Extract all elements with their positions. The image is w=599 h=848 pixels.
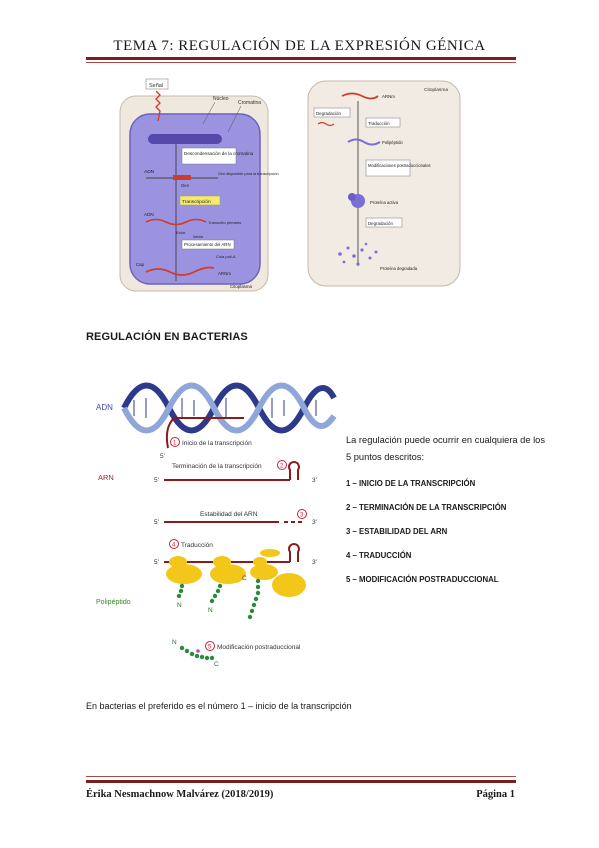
footer-page-number: Página 1 [476,789,515,800]
free-ribosome-small [260,549,280,557]
intron-label: Intrón [193,234,203,239]
signal-label: Señal [149,83,163,89]
cytoplasm-label: Citoplasma [230,284,253,289]
section-heading: REGULACIÓN EN BACTERIAS [86,331,248,343]
rna-label: ARN [98,473,114,482]
decondensation-label: Descondensación de la cromatina [184,151,254,156]
chromatin [148,134,222,144]
step2-number: 2 [280,464,284,470]
five-prime-3: 5' [154,519,159,526]
five-prime-2: 5' [154,477,159,484]
n-term-1: N [177,602,182,609]
dna-helix [121,382,337,434]
step5-number: 5 [208,645,212,651]
cytoplasm-panel [307,80,461,287]
step2-label: Terminación de la transcripción [172,463,262,470]
step4-number: 4 [172,543,176,549]
exon-label: Exón [176,230,185,235]
cytoplasm2-label: Citoplasma [424,87,448,93]
dna-label: ADN [96,403,113,412]
step3-number: 3 [300,513,304,519]
dna-label: ADN [144,169,155,175]
list-item: 3 – ESTABILIDAD DEL ARN [346,527,448,536]
gene-label: Gen [181,183,190,188]
ribosome-2 [210,564,246,584]
free-ribosome-large [272,573,306,597]
three-prime-4: 3' [312,559,317,566]
nucleus-label: Núcleo [213,96,229,102]
footer-author: Érika Nesmachnow Malvárez (2018/2019) [86,789,274,800]
polypeptide-label: Polipéptido [382,140,403,145]
step5-label: Modificación postraduccional [217,644,301,651]
footer-rule-thin [86,776,516,777]
list-item: 5 – MODIFICACIÓN POSTRADUCCIONAL [346,575,499,584]
degradation-label: Degradación [316,111,341,116]
signal-box [145,78,169,90]
regulation-points-list: 1 – INICIO DE LA TRANSCRIPCIÓN 2 – TERMI… [346,472,546,592]
regulation-intro: La regulación puede ocurrir en cualquier… [346,435,545,462]
step1-label: Inicio de la transcripción [182,440,252,447]
poly-a-label: Cola poli-A [216,254,236,259]
n-term-2: N [208,607,213,614]
footer-rule [86,780,516,783]
list-item: 1 – INICIO DE LA TRANSCRIPCIÓN [346,479,476,488]
polypeptide-label: Polipéptido [96,599,131,606]
step1-number: 1 [173,441,177,447]
header-rule-thin [86,62,516,63]
transcription-label: Transcripción [182,199,211,205]
nascent-rna [165,417,244,449]
transcription-box [179,195,221,206]
active-protein-label: Proteína activa [370,200,399,205]
degraded-protein-label: Proteína degradada [380,266,418,271]
page-title: TEMA 7: REGULACIÓN DE LA EXPRESIÓN GÉNIC… [113,38,486,54]
processing-label: Procesamiento del ARN [184,242,231,247]
cap-label: Cap [136,262,145,267]
c-term-1: C [242,575,247,582]
five-prime-4: 5' [154,559,159,566]
header-rule [86,57,516,60]
ribosome-1 [166,564,202,584]
step3-label: Estabilidad del ARN [200,511,258,518]
three-prime-3: 3' [312,519,317,526]
gene-available-label: Gen disponible para la transcripción [218,172,279,176]
translation-label: Traducción [368,121,390,126]
dna2-label: ADN [144,212,154,217]
list-item: 4 – TRADUCCIÓN [346,551,412,560]
footnote-text: En bacterias el preferido es el número 1… [86,701,352,711]
ribosome-3 [250,564,278,580]
step4-label: Traducción [181,542,213,549]
regulation-points-text: La regulación puede ocurrir en cualquier… [346,432,546,592]
bacterial-regulation-figure: ADN 5' 1 Inicio de la transcripción ARN … [96,382,337,668]
n-term-3: N [172,639,177,646]
primary-transcript-label: Transcrito primario [208,220,242,225]
c-term-2: C [214,661,219,668]
degradation2-label: Degradación [368,221,393,226]
three-prime-2: 3' [312,477,317,484]
five-prime-1: 5' [160,453,165,460]
signal-arrow [155,90,161,122]
chromatin-label: Cromatina [238,100,261,106]
list-item: 2 – TERMINACIÓN DE LA TRANSCRIPCIÓN [346,503,507,512]
mrna-label: ARNm [218,271,231,276]
mrna2-label: ARNm [382,94,395,99]
eukaryotic-regulation-figure: Señal Núcleo Cromatina Descondensación d… [119,78,461,292]
modifications-label: Modificaciones postraduccionales [368,163,431,168]
